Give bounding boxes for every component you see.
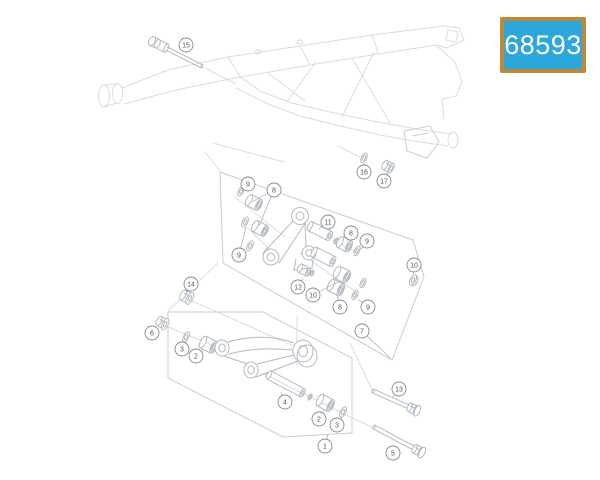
part-callout-17[interactable]: 17 bbox=[376, 173, 392, 189]
svg-text:10: 10 bbox=[410, 263, 418, 270]
svg-text:11: 11 bbox=[324, 220, 331, 227]
pin-4 bbox=[265, 370, 306, 398]
assembly-boxes bbox=[167, 171, 425, 438]
svg-text:8: 8 bbox=[338, 305, 342, 312]
bolt-5 bbox=[372, 424, 427, 459]
svg-text:1: 1 bbox=[323, 444, 327, 451]
bushing-8d bbox=[326, 278, 346, 297]
part-callout-9[interactable]: 9 bbox=[359, 233, 375, 249]
part-callout-13[interactable]: 13 bbox=[391, 381, 407, 397]
link-fork bbox=[214, 336, 318, 379]
svg-text:8: 8 bbox=[349, 231, 353, 238]
svg-text:8: 8 bbox=[272, 188, 276, 195]
svg-text:9: 9 bbox=[365, 239, 369, 246]
part-callout-10[interactable]: 10 bbox=[305, 287, 321, 303]
part-callout-8[interactable]: 8 bbox=[266, 182, 282, 198]
washer-4 bbox=[307, 393, 313, 401]
svg-text:15: 15 bbox=[182, 43, 190, 50]
seal-ring-9b bbox=[241, 216, 249, 228]
seal-ring-3b bbox=[339, 406, 347, 418]
washer-12 bbox=[309, 269, 315, 277]
seal-ring-9d bbox=[353, 245, 361, 257]
part-callout-8[interactable]: 8 bbox=[343, 225, 359, 241]
svg-text:9: 9 bbox=[246, 182, 250, 189]
part-callout-3[interactable]: 3 bbox=[329, 417, 345, 433]
lower-assembly-box bbox=[167, 311, 353, 438]
svg-text:5: 5 bbox=[391, 451, 395, 458]
part-callout-2[interactable]: 2 bbox=[311, 411, 327, 427]
svg-text:10: 10 bbox=[309, 293, 317, 300]
part-callout-16[interactable]: 16 bbox=[356, 164, 372, 180]
part-callout-7[interactable]: 7 bbox=[354, 323, 370, 339]
washer-10c bbox=[408, 274, 419, 287]
part-callout-1[interactable]: 1 bbox=[317, 438, 333, 454]
part-callout-6[interactable]: 6 bbox=[144, 325, 160, 341]
part-callout-5[interactable]: 5 bbox=[385, 445, 401, 461]
svg-text:2: 2 bbox=[317, 417, 321, 424]
rocker-arm bbox=[262, 207, 317, 271]
svg-text:17: 17 bbox=[380, 179, 388, 186]
nut-17 bbox=[381, 159, 395, 174]
svg-text:9: 9 bbox=[237, 253, 241, 260]
svg-text:2: 2 bbox=[194, 354, 198, 361]
bushing-8b bbox=[250, 220, 269, 237]
part-number-text: 68593 bbox=[504, 29, 582, 60]
part-callout-2[interactable]: 2 bbox=[188, 348, 204, 364]
bushing-10b bbox=[332, 265, 352, 284]
svg-text:14: 14 bbox=[187, 282, 195, 289]
bushing-8a bbox=[244, 194, 263, 211]
swingarm-sketch bbox=[98, 25, 465, 172]
part-callout-3[interactable]: 3 bbox=[174, 341, 190, 357]
pivot-bolt-15 bbox=[147, 35, 204, 69]
part-callout-9[interactable]: 9 bbox=[231, 247, 247, 263]
sleeve-10a bbox=[310, 246, 337, 268]
svg-text:3: 3 bbox=[180, 347, 184, 354]
flange-nut-6 bbox=[155, 315, 170, 331]
upper-assembly-box bbox=[219, 171, 425, 361]
part-callout-14[interactable]: 14 bbox=[183, 276, 199, 292]
part-callout-9[interactable]: 9 bbox=[240, 176, 256, 192]
part-callout-4[interactable]: 4 bbox=[277, 394, 293, 410]
svg-text:12: 12 bbox=[294, 285, 302, 292]
part-callout-11[interactable]: 11 bbox=[320, 214, 336, 230]
part-callout-12[interactable]: 12 bbox=[290, 279, 306, 295]
part-callout-8[interactable]: 8 bbox=[332, 299, 348, 315]
seal-ring-9c bbox=[246, 240, 254, 252]
parts bbox=[147, 35, 427, 459]
svg-text:13: 13 bbox=[395, 387, 403, 394]
svg-text:7: 7 bbox=[360, 329, 364, 336]
seal-ring-9x bbox=[359, 277, 367, 289]
part-callout-10[interactable]: 10 bbox=[406, 257, 422, 273]
part-callout-9[interactable]: 9 bbox=[360, 299, 376, 315]
svg-text:9: 9 bbox=[366, 305, 370, 312]
part-number-badge: 68593 bbox=[500, 17, 586, 73]
seal-ring-9e bbox=[351, 289, 359, 301]
svg-text:3: 3 bbox=[335, 423, 339, 430]
svg-text:6: 6 bbox=[150, 331, 154, 338]
bolt-13 bbox=[371, 388, 422, 417]
part-callout-15[interactable]: 15 bbox=[178, 37, 194, 53]
svg-text:16: 16 bbox=[360, 170, 368, 177]
washer-16 bbox=[360, 152, 368, 164]
svg-text:4: 4 bbox=[283, 400, 287, 407]
bushing-2b bbox=[315, 393, 335, 413]
